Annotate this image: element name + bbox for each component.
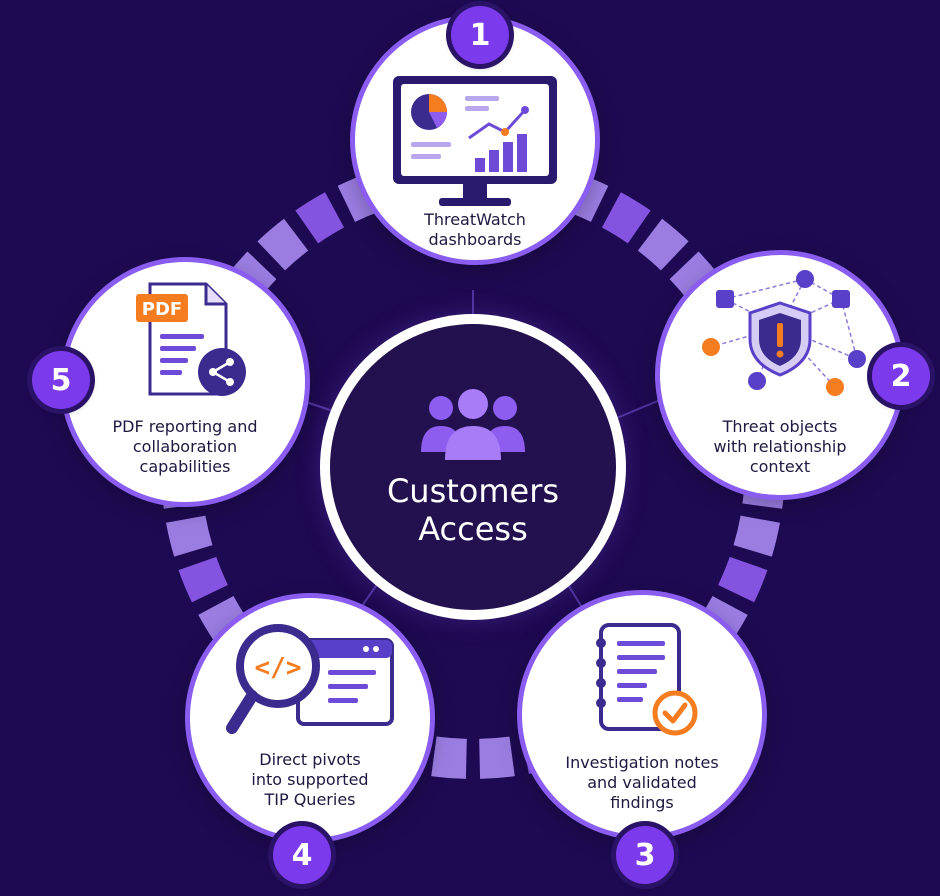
pdf-share-icon: PDF (136, 282, 246, 396)
badge-1: 1 (451, 6, 509, 64)
pdf-badge-text: PDF (142, 299, 182, 320)
node-label: ThreatWatch dashboards (424, 210, 526, 249)
ring-segment (178, 556, 228, 603)
ring-segment (696, 595, 748, 645)
badge-4: 4 (273, 826, 331, 884)
badge-2: 2 (872, 347, 930, 405)
ring-segment (166, 515, 213, 557)
node-threatwatch-dashboards: ThreatWatch dashboards (355, 20, 595, 260)
ring-segment (224, 251, 277, 303)
dashboard-monitor-icon (393, 76, 557, 206)
ring-segment (295, 192, 345, 244)
connector-spokes (299, 290, 661, 613)
ring-segment (601, 192, 651, 244)
badge-5: 5 (32, 351, 90, 409)
users-group-icon (421, 389, 525, 460)
node-threat-objects: Threat objects with relationship context (660, 255, 900, 495)
ring-segment (718, 556, 768, 603)
badge-3: 3 (616, 826, 674, 884)
center-title-line2: Access (418, 510, 528, 548)
center-circle: Customers Access (330, 324, 616, 610)
ring-segment (198, 595, 250, 645)
ring-segment (637, 218, 689, 271)
node-pdf-reporting: PDF PDF reporting and collaboration capa… (65, 262, 305, 502)
svg-text:</>: </> (255, 653, 302, 683)
node-label: Direct pivots into supported TIP Queries (251, 750, 369, 809)
node-label: Investigation notes and validated findin… (565, 753, 719, 812)
ring-segment (431, 736, 467, 779)
node-investigation-notes: Investigation notes and validated findin… (522, 595, 762, 835)
code-search-icon: </> (226, 624, 394, 734)
notebook-check-icon (596, 623, 698, 736)
ring-segment (479, 736, 515, 779)
node-direct-pivots: </> Direct pivots into supported TIP Que… (190, 598, 430, 838)
node-label: Threat objects with relationship context (713, 417, 847, 476)
center-title: Customers Access (387, 472, 559, 548)
ring-segment (257, 218, 309, 271)
ring-segment (733, 515, 780, 557)
node-label: PDF reporting and collaboration capabili… (112, 417, 258, 476)
center-title-line1: Customers (386, 472, 560, 510)
shield-network-icon (702, 270, 866, 396)
ring-segment (669, 251, 722, 303)
